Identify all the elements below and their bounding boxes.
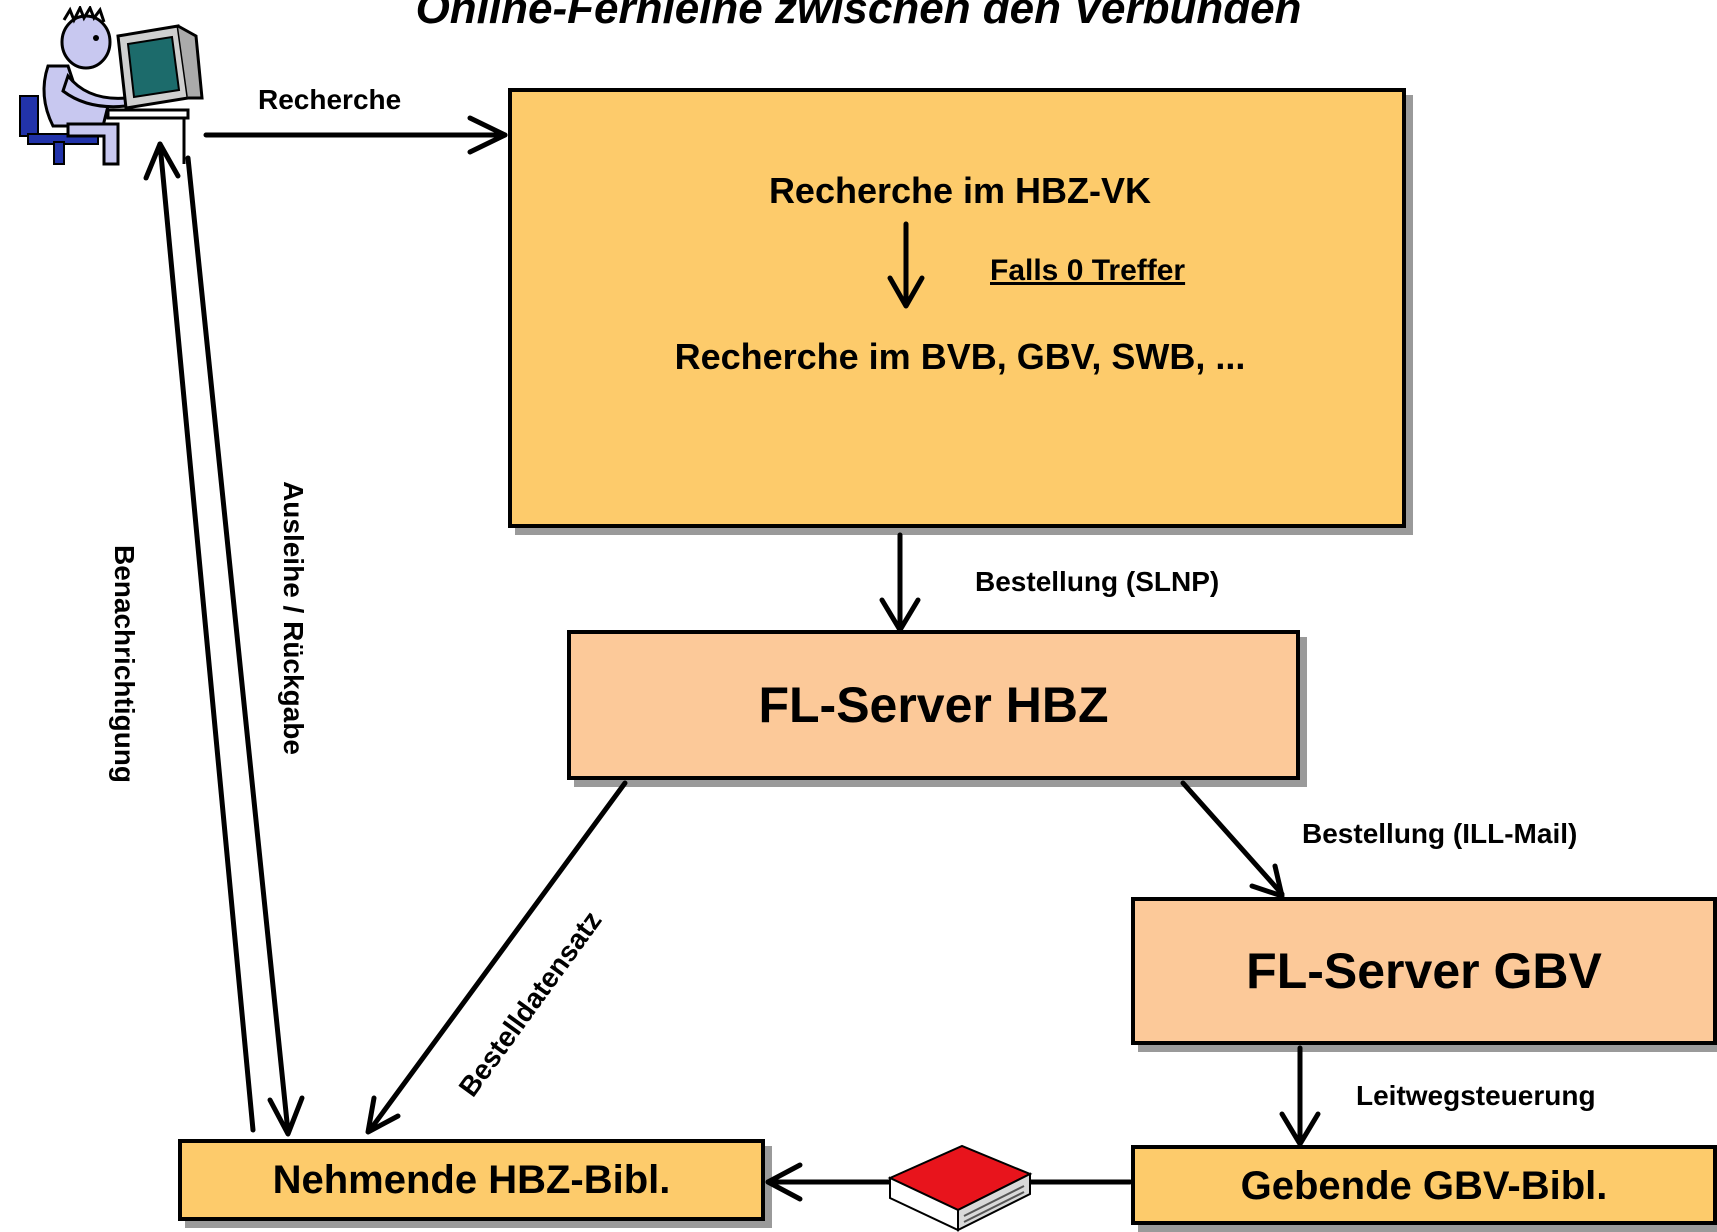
fl-server-gbv-box	[1131, 897, 1717, 1045]
label-bestellung-slnp: Bestellung (SLNP)	[975, 566, 1220, 597]
search-step-hbz: Recherche im HBZ-VK	[768, 170, 1152, 211]
gebende-library-box	[1131, 1145, 1717, 1225]
arrow-ausleihe-rueckgabe	[185, 155, 291, 1135]
search-condition-label: Falls 0 Treffer	[990, 254, 1186, 287]
fl-server-hbz-box	[567, 630, 1300, 780]
arrow-bestelldatensatz	[367, 780, 628, 1133]
fl-server-gbv-label: FL-Server GBV	[1246, 943, 1602, 999]
page-title: Online-Fernleihe zwischen den Verbünden	[415, 0, 1302, 33]
arrow-benachrichtigung	[157, 141, 256, 1133]
search-step-other: Recherche im BVB, GBV, SWB, ...	[674, 336, 1246, 377]
label-ausleihe-rueckgabe: Ausleihe / Rückgabe	[277, 481, 309, 755]
nehmende-library-box	[178, 1139, 765, 1221]
arrow-bestellung-ill	[1180, 780, 1285, 897]
nehmende-library-label: Nehmende HBZ-Bibl.	[272, 1158, 671, 1202]
red-book-icon	[887, 1144, 1033, 1232]
user-at-computer-icon	[19, 6, 204, 166]
search-process-box	[508, 88, 1406, 528]
label-bestellung-ill: Bestellung (ILL-Mail)	[1302, 818, 1578, 849]
label-recherche: Recherche	[258, 84, 402, 115]
gebende-library-label: Gebende GBV-Bibl.	[1240, 1164, 1608, 1208]
fl-server-hbz-label: FL-Server HBZ	[758, 677, 1109, 733]
label-benachrichtigung: Benachrichtigung	[109, 544, 141, 784]
label-leitwegsteuerung: Leitwegsteuerung	[1356, 1080, 1596, 1111]
